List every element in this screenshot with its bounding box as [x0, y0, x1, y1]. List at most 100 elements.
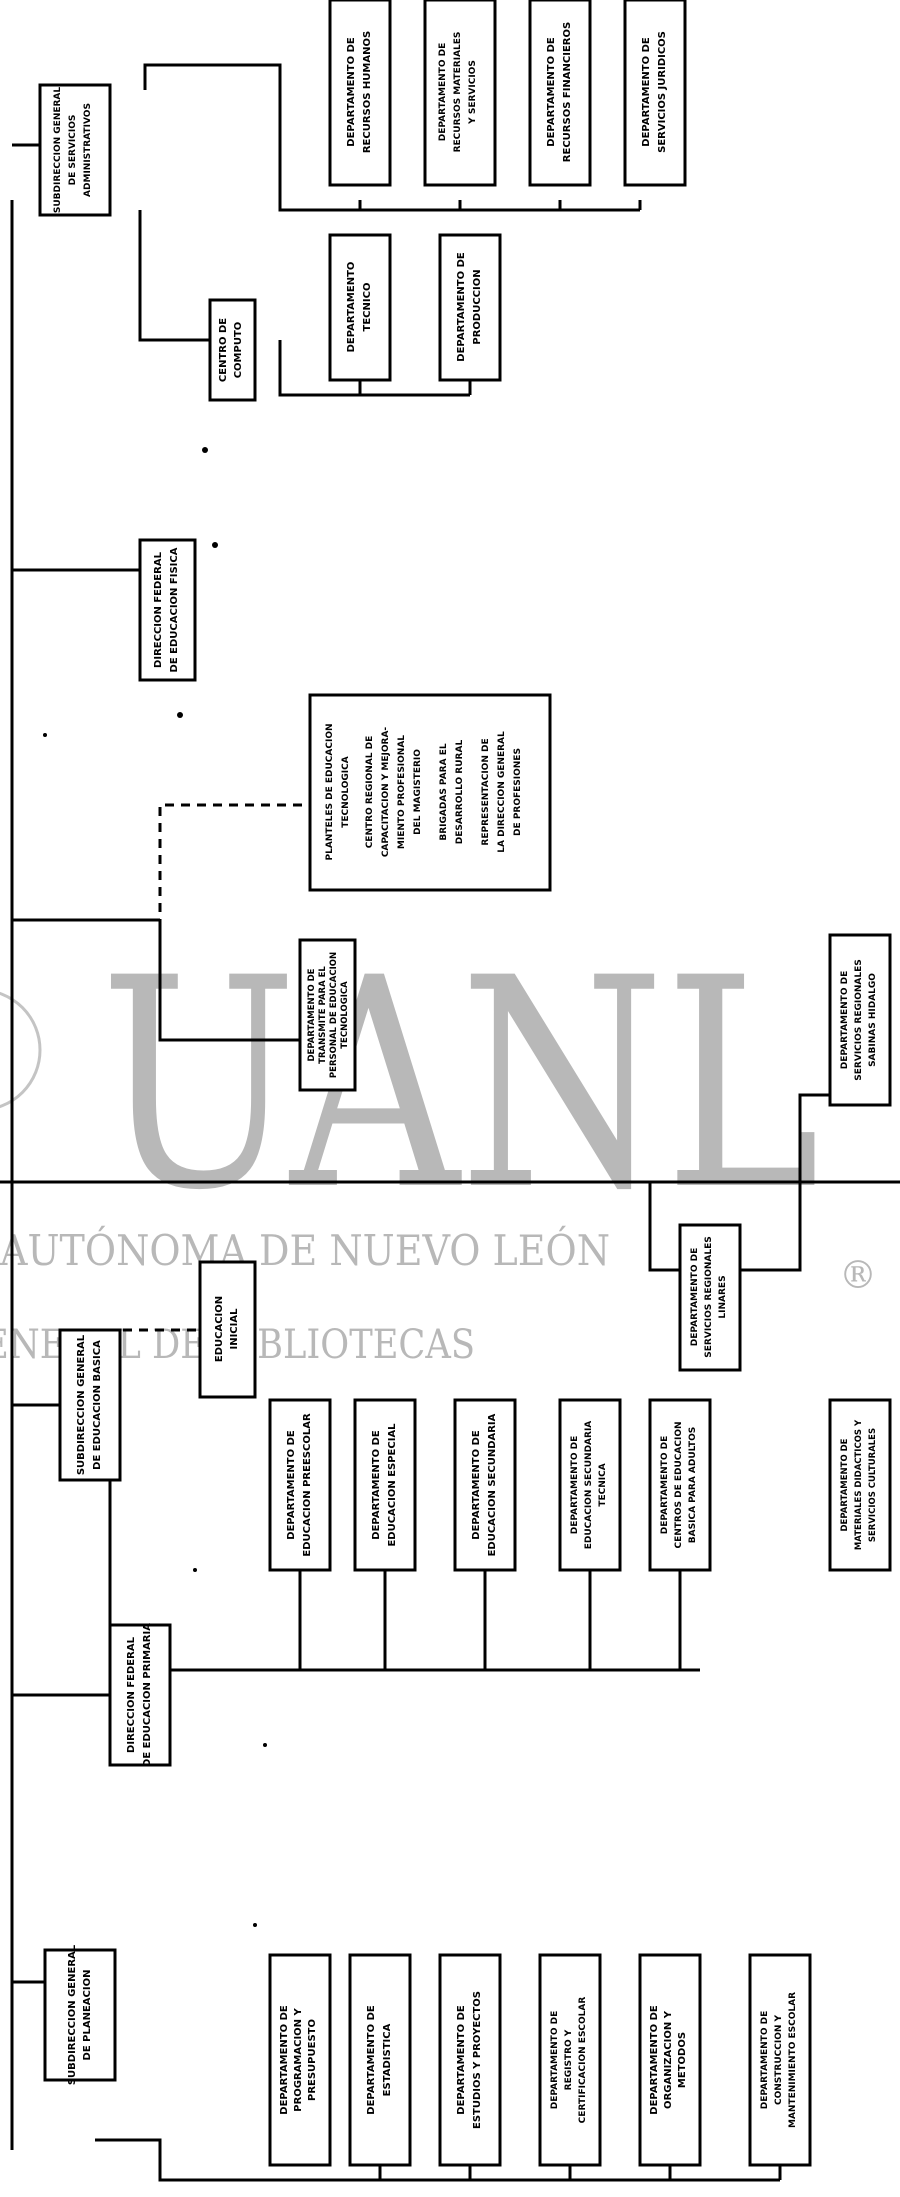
label-computo-2: COMPUTO	[233, 322, 244, 379]
label-linares-2: SERVICIOS REGIONALES	[704, 1236, 714, 1357]
box-direccion-primaria: DIRECCION FEDERAL DE EDUCACION PRIMARIA	[108, 1623, 172, 1767]
label-administrativos-2: DE SERVICIOS	[68, 115, 78, 186]
box-depto-recursos-financieros: DEPARTAMENTO DE RECURSOS FINANCIEROS	[528, 0, 592, 187]
label-preescolar-1: DEPARTAMENTO DE	[286, 1430, 297, 1540]
box-educacion-inicial: EDUCACION INICIAL	[198, 1260, 257, 1399]
label-programacion-2: PROGRAMACION Y	[293, 2007, 304, 2111]
computo-subtree	[278, 340, 470, 397]
watermark-line1: AUTÓNOMA DE NUEVO LEÓN	[0, 1225, 610, 1275]
speck	[193, 1568, 197, 1572]
box-depto-produccion: DEPARTAMENTO DE PRODUCCION	[438, 233, 502, 382]
label-linares-3: LINARES	[718, 1275, 728, 1318]
label-secundaria-1: DEPARTAMENTO DE	[471, 1430, 482, 1540]
regionales-tree	[648, 1093, 870, 1272]
label-sec-tecnica-1: DEPARTAMENTO DE	[570, 1436, 580, 1534]
label-estadistica-2: ESTADISTICA	[382, 2023, 393, 2096]
label-computo-1: CENTRO DE	[218, 318, 229, 382]
label-planteles-11: DE PROFESIONES	[513, 748, 523, 836]
label-planteles-7: BRIGADAS PARA EL	[439, 743, 449, 840]
speck	[43, 733, 47, 737]
label-sj-1: DEPARTAMENTO DE	[641, 37, 652, 147]
label-rf-1: DEPARTAMENTO DE	[546, 37, 557, 147]
label-registro-3: CERTIFICACION ESCOLAR	[578, 1997, 588, 2124]
label-adultos-1: DEPARTAMENTO DE	[660, 1436, 670, 1534]
label-planteles-10: LA DIRECCION GENERAL	[497, 731, 507, 853]
box-depto-secundaria-tecnica: DEPARTAMENTO DE EDUCACION SECUNDARIA TEC…	[558, 1398, 622, 1572]
box-depto-servicios-juridicos: DEPARTAMENTO DE SERVICIOS JURIDICOS	[623, 0, 687, 187]
label-organizacion-2: ORGANIZACION Y	[663, 2010, 674, 2109]
label-sec-tecnica-2: EDUCACION SECUNDARIA	[584, 1421, 594, 1550]
speck	[177, 712, 183, 718]
label-organizacion-1: DEPARTAMENTO DE	[649, 2005, 660, 2115]
label-secundaria-2: EDUCACION SECUNDARIA	[487, 1413, 498, 1556]
label-rm-1: DEPARTAMENTO DE	[438, 43, 448, 141]
label-construccion-1: DEPARTAMENTO DE	[760, 2011, 770, 2109]
label-produccion-2: PRODUCCION	[472, 269, 483, 344]
label-estadistica-1: DEPARTAMENTO DE	[366, 2005, 377, 2115]
box-depto-secundaria: DEPARTAMENTO DE EDUCACION SECUNDARIA	[453, 1398, 517, 1572]
label-planteles-6: DEL MAGISTERIO	[413, 749, 423, 835]
label-basica-2: DE EDUCACION BASICA	[92, 1340, 103, 1470]
box-depto-organizacion: DEPARTAMENTO DE ORGANIZACION Y METODOS	[638, 1953, 702, 2167]
label-materiales-2: MATERIALES DIDACTICOS Y	[854, 1419, 864, 1550]
speck	[253, 1923, 257, 1927]
box-depto-tecnologica-personal: DEPARTAMENTO DE TRANSMITE PARA EL PERSON…	[298, 938, 357, 1092]
label-materiales-1: DEPARTAMENTO DE	[840, 1438, 850, 1531]
label-rh-1: DEPARTAMENTO DE	[346, 37, 357, 147]
box-depto-recursos-humanos: DEPARTAMENTO DE RECURSOS HUMANOS	[328, 0, 392, 187]
label-primaria-1: DIRECCION FEDERAL	[126, 1636, 137, 1753]
boxes: SUBDIRECCION GENERAL DE PLANEACION DIREC…	[38, 0, 892, 2167]
speck	[212, 542, 218, 548]
box-centro-computo: CENTRO DE COMPUTO	[208, 298, 257, 402]
label-produccion-1: DEPARTAMENTO DE	[456, 252, 467, 362]
label-sec-tecnica-3: TECNICA	[598, 1463, 608, 1506]
label-planteles-1: PLANTELES DE EDUCACION	[325, 724, 335, 861]
label-planteles-8: DESARROLLO RURAL	[455, 740, 465, 845]
speck	[263, 1743, 267, 1747]
box-depto-estudios: DEPARTAMENTO DE ESTUDIOS Y PROYECTOS	[438, 1953, 502, 2167]
label-programacion-1: DEPARTAMENTO DE	[279, 2005, 290, 2115]
label-especial-1: DEPARTAMENTO DE	[371, 1430, 382, 1540]
label-sj-2: SERVICIOS JURIDICOS	[657, 31, 668, 153]
label-tec-personal-2: TRANSMITE PARA EL	[318, 966, 328, 1064]
label-inicial-1: EDUCACION	[214, 1296, 225, 1362]
label-tec-personal-1: DEPARTAMENTO DE	[307, 968, 317, 1061]
label-registro-2: REGISTRO Y	[564, 2029, 574, 2090]
box-depto-programacion: DEPARTAMENTO DE PROGRAMACION Y PRESUPUES…	[268, 1953, 332, 2167]
box-planteles-tecnologica: PLANTELES DE EDUCACION TECNOLOGICA CENTR…	[308, 693, 552, 892]
link-computo	[138, 210, 210, 342]
label-fisica-2: DE EDUCACION FISICA	[169, 547, 180, 672]
label-sabinas-1: DEPARTAMENTO DE	[840, 971, 850, 1069]
label-primaria-2: DE EDUCACION PRIMARIA	[142, 1623, 153, 1767]
label-rm-3: Y SERVICIOS	[468, 60, 478, 125]
box-subdireccion-administrativos: SUBDIRECCION GENERAL DE SERVICIOS ADMINI…	[38, 83, 112, 217]
label-construccion-2: CONSTRUCCION Y	[774, 2015, 784, 2106]
label-adultos-3: BASICA PARA ADULTOS	[688, 1427, 698, 1543]
box-subdireccion-planeacion: SUBDIRECCION GENERAL DE PLANEACION	[43, 1944, 117, 2085]
watermark-letters: UANL	[100, 917, 820, 1254]
box-servicios-regionales-linares: DEPARTAMENTO DE SERVICIOS REGIONALES LIN…	[678, 1223, 742, 1372]
label-tec-personal-4: TECNOLOGICA	[340, 981, 350, 1049]
label-inicial-2: INICIAL	[229, 1308, 240, 1350]
box-depto-recursos-materiales: DEPARTAMENTO DE RECURSOS MATERIALES Y SE…	[423, 0, 497, 187]
box-depto-estadistica: DEPARTAMENTO DE ESTADISTICA	[348, 1953, 412, 2167]
label-rm-2: RECURSOS MATERIALES	[453, 32, 463, 153]
label-sabinas-3: SABINAS HIDALGO	[868, 973, 878, 1067]
label-planteles-5: MIENTO PROFESIONAL	[397, 735, 407, 849]
scan-specks	[43, 447, 267, 1927]
label-planteles-9: REPRESENTACION DE	[481, 738, 491, 845]
label-especial-2: EDUCACION ESPECIAL	[387, 1423, 398, 1547]
label-planeacion-1: SUBDIRECCION GENERAL	[67, 1944, 78, 2085]
label-planteles-4: CAPACITACION Y MEJORA-	[381, 727, 391, 858]
label-rf-2: RECURSOS FINANCIEROS	[562, 22, 573, 162]
label-administrativos-3: ADMINISTRATIVOS	[83, 103, 93, 197]
box-depto-materiales: DEPARTAMENTO DE MATERIALES DIDACTICOS Y …	[828, 1398, 892, 1572]
label-sabinas-2: SERVICIOS REGIONALES	[854, 959, 864, 1080]
box-depto-adultos: DEPARTAMENTO DE CENTROS DE EDUCACION BAS…	[648, 1398, 712, 1572]
label-construccion-3: MANTENIMIENTO ESCOLAR	[788, 1992, 798, 2128]
label-estudios-2: ESTUDIOS Y PROYECTOS	[472, 1991, 483, 2129]
box-servicios-regionales-sabinas: DEPARTAMENTO DE SERVICIOS REGIONALES SAB…	[828, 933, 892, 1107]
label-materiales-3: SERVICIOS CULTURALES	[868, 1428, 878, 1542]
label-preescolar-2: EDUCACION PREESCOLAR	[302, 1413, 313, 1557]
